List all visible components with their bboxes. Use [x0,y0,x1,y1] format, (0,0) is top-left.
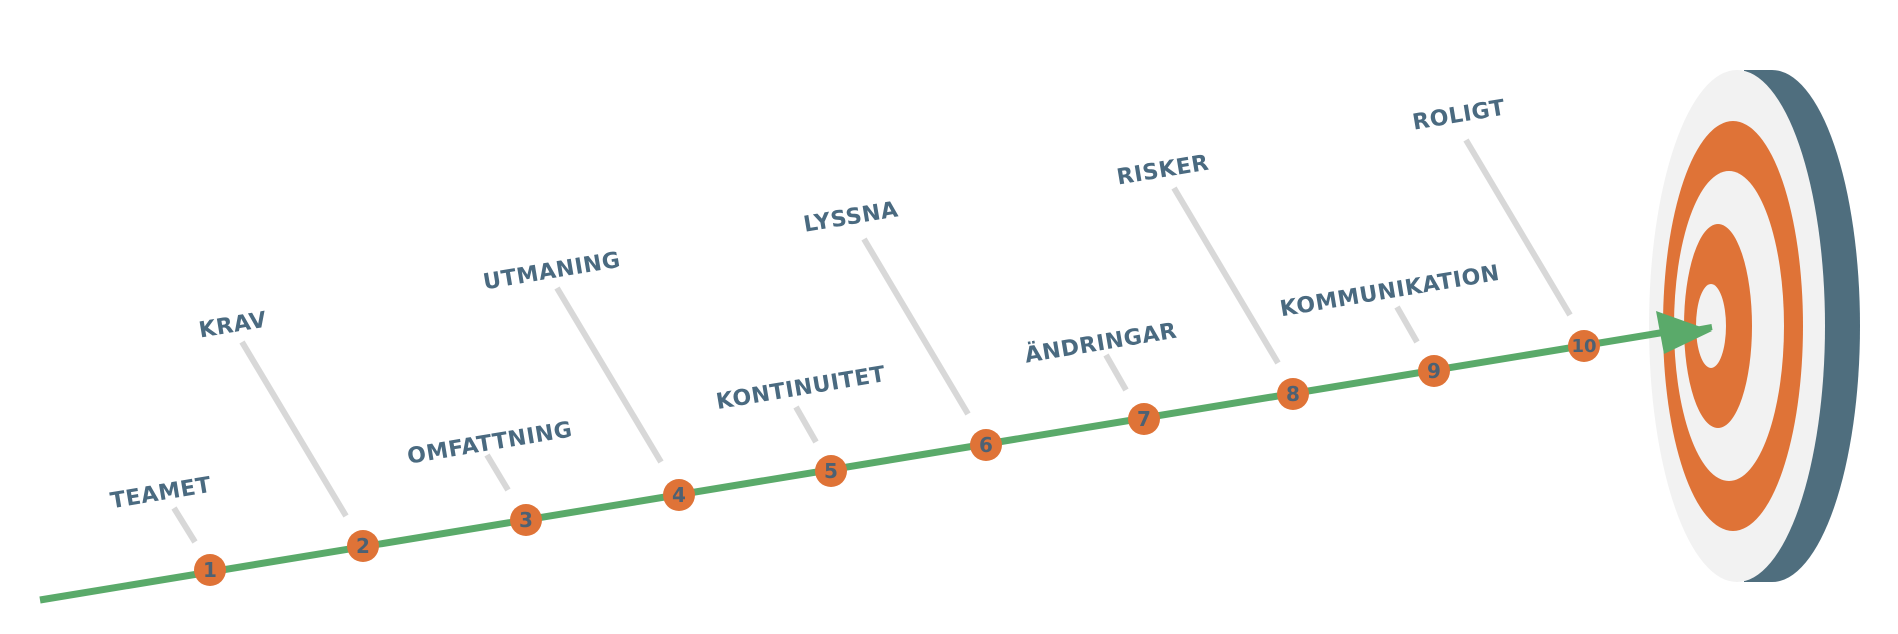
milestone-node-8: 8 [1277,378,1309,410]
milestone-label-2: KRAV [197,308,269,344]
milestone-nodes: 1 2 3 4 5 6 7 8 [194,330,1600,586]
connector-6 [861,237,971,416]
milestone-label-7: ÄNDRINGAR [1023,318,1179,369]
milestone-label-6: LYSSNA [802,197,900,237]
bullseye-target-icon [1649,70,1860,582]
milestone-node-7: 7 [1128,403,1160,435]
milestone-number-4: 4 [672,483,686,507]
connector-2 [239,340,349,518]
milestone-number-6: 6 [979,433,993,457]
milestone-node-9: 9 [1418,355,1450,387]
milestone-node-5: 5 [815,455,847,487]
milestone-node-6: 6 [970,429,1002,461]
connector-1 [171,506,198,544]
milestone-label-5: KONTINUITET [714,362,887,415]
milestone-label-1: TEAMET [109,473,214,514]
milestone-number-9: 9 [1427,359,1441,383]
arrow-head-icon [1656,311,1713,354]
milestone-number-3: 3 [519,508,533,532]
connector-3 [484,453,511,492]
milestone-node-2: 2 [347,530,379,562]
connector-8 [1171,186,1281,365]
milestone-labels: TEAMET KRAV OMFATTNING UTMANING KONTINUI… [109,96,1508,515]
milestone-node-3: 3 [510,504,542,536]
milestone-number-2: 2 [356,534,370,558]
milestone-label-10: ROLIGT [1411,96,1507,136]
connector-4 [554,286,664,464]
connector-10 [1463,138,1573,317]
milestone-number-8: 8 [1286,382,1300,406]
milestone-label-8: RISKER [1115,151,1211,191]
milestone-node-4: 4 [663,479,695,511]
milestone-node-1: 1 [194,554,226,586]
milestone-number-1: 1 [203,558,217,582]
milestone-number-5: 5 [824,459,838,483]
milestone-label-4: UTMANING [481,248,622,296]
connector-lines [171,138,1573,544]
milestone-number-10: 10 [1571,336,1596,357]
milestone-label-9: KOMMUNIKATION [1278,261,1501,322]
timeline-track [39,328,1667,604]
connector-5 [793,405,819,444]
connector-9 [1394,305,1420,344]
milestone-node-10: 10 [1568,330,1600,362]
milestone-number-7: 7 [1137,407,1151,431]
connector-7 [1103,353,1129,392]
